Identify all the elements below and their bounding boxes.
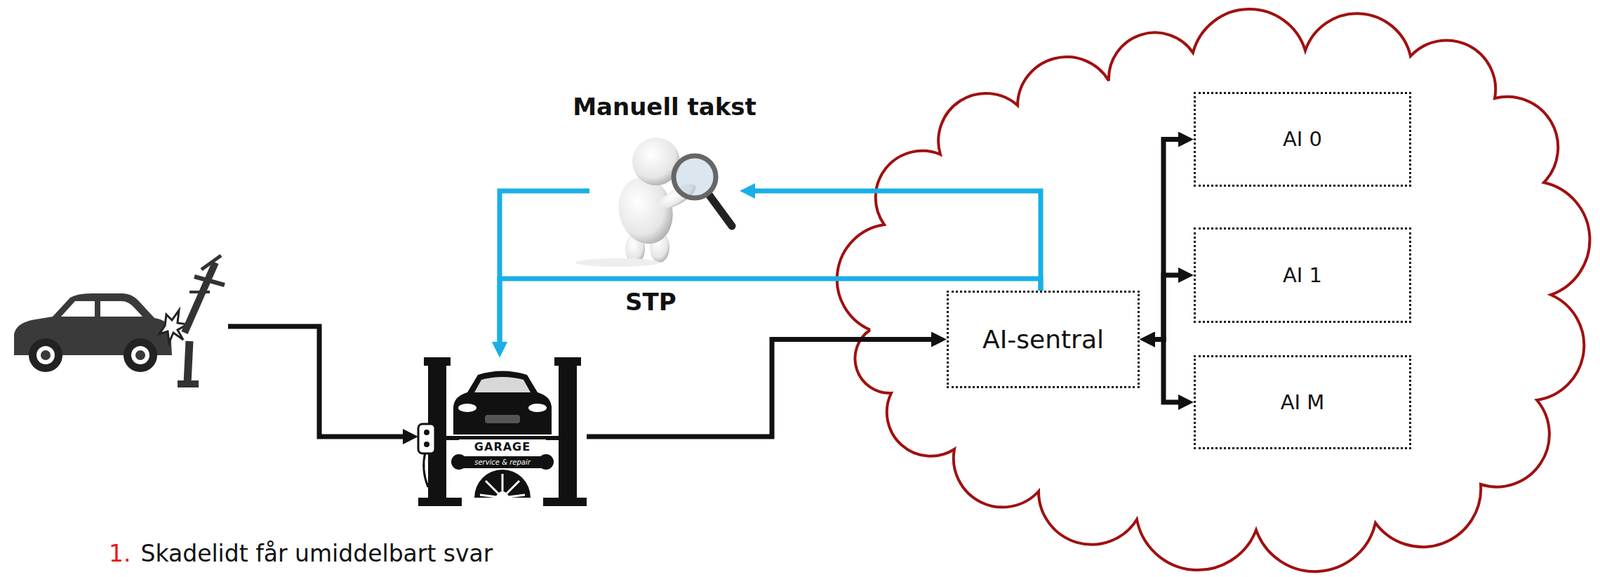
garage-lift-icon-part [484,414,520,424]
garage-lift-icon-part [554,357,582,366]
box-label: AI 1 [1282,263,1323,288]
flow-arrow [745,190,1041,291]
crash-car-icon-part [189,290,210,294]
callout-number: 1. [108,538,132,569]
garage-lift-icon-part [418,497,462,506]
garage-lift-icon-part [453,371,552,436]
crash-car-icon-part [61,301,95,317]
crash-car-icon-part [187,341,190,384]
garage-lift-icon-part [458,403,477,412]
garage-lift-icon-part [418,423,436,454]
box-label: AI M [1280,390,1325,415]
appraiser-figure-part [611,171,680,250]
crash-car-icon-part [159,310,188,343]
garage-lift-icon-part [423,429,430,436]
appraiser-figure-part [673,155,716,198]
caption-text: Skadelidt får umiddelbart svar [141,538,494,569]
box-label: AI-sentral [982,324,1104,355]
heading-wrap: Manuell takst [589,127,740,157]
flow-arrow [1145,139,1189,340]
crash-car-icon-part [135,350,146,360]
crash-car-icon-part [131,345,150,365]
garage-sign: GARAGE [418,440,587,455]
crash-car-icon-part [177,380,199,388]
garage-text-wrap: GARAGE service & repair [418,357,587,468]
crash-car-icon-part [194,276,225,285]
garage-lift-icon [418,357,587,506]
crash-car-icon-part [100,301,143,317]
garage-lift-icon-part [423,451,429,488]
flow-arrow [1145,275,1189,340]
flow-arrow [1145,339,1189,403]
central-box: AI-sentral [946,290,1140,389]
garage-lift-icon-part [558,362,577,499]
box-label: AI 0 [1282,127,1323,152]
crash-car-icon-part [28,338,63,372]
garage-lift-icon-part [423,441,430,448]
flow-arrow [586,339,942,438]
garage-lift-icon-part [474,376,531,393]
appraiser-figure [575,137,732,267]
caption-line: 1. Skadelidt får umiddelbart svar [108,538,493,569]
garage-slogan: service & repair [418,457,587,468]
edge-label: STP [625,287,677,316]
ai-box: AI M [1193,355,1412,450]
flow-arrow [499,190,590,352]
ai-box: AI 1 [1193,227,1412,323]
ai-box: AI 0 [1193,91,1412,187]
garage-lift-icon-part [543,497,587,506]
garage-lift-icon-part [496,491,509,504]
crash-car-icon [14,255,225,388]
appraiser-figure-part [575,258,660,267]
figure-heading: Manuell takst [572,92,757,122]
crash-car-icon-part [184,262,216,333]
appraiser-figure-part [708,194,732,226]
garage-lift-icon-part [528,403,547,412]
crash-car-icon-part [201,255,222,270]
flow-arrow [499,278,1041,352]
flow-line [228,326,413,437]
crash-car-icon-part [36,345,55,365]
crash-car-icon-part [40,350,51,360]
garage-lift-icon-part [423,357,451,366]
appraisal-node: Manuell takst [589,127,740,268]
cloud-outline [837,9,1591,572]
crash-car-icon-part [123,338,158,372]
garage-node: GARAGE service & repair [418,357,587,511]
